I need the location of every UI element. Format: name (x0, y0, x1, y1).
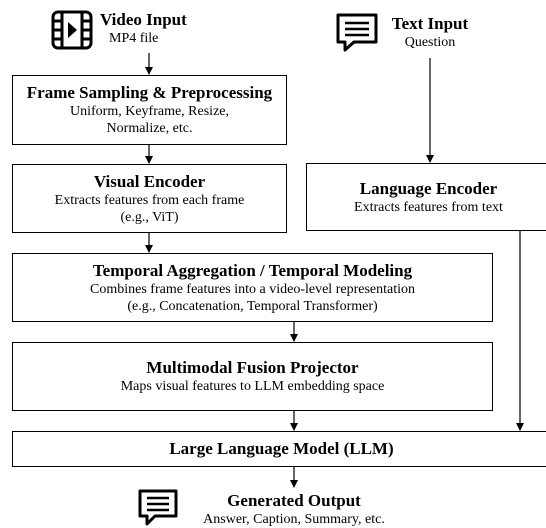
visual-encoder-line2: (e.g., ViT) (120, 209, 179, 225)
frame-sampling-title: Frame Sampling & Preprocessing (26, 83, 273, 102)
language-encoder-line1: Extracts features from text (354, 199, 503, 215)
visual-encoder-box: Visual Encoder Extracts features from ea… (12, 164, 287, 233)
video-input-subtitle: MP4 file (109, 31, 159, 46)
text-input-title: Text Input (391, 14, 469, 33)
temporal-aggregation-box: Temporal Aggregation / Temporal Modeling… (12, 253, 493, 322)
temporal-line2: (e.g., Concatenation, Temporal Transform… (127, 298, 378, 314)
output-subtitle: Answer, Caption, Summary, etc. (203, 512, 385, 527)
fusion-projector-box: Multimodal Fusion Projector Maps visual … (12, 342, 493, 411)
text-input-subtitle: Question (404, 35, 456, 50)
language-encoder-title: Language Encoder (359, 178, 498, 198)
fusion-line1: Maps visual features to LLM embedding sp… (120, 379, 385, 394)
llm-title: Large Language Model (LLM) (169, 439, 394, 458)
llm-box: Large Language Model (LLM) (12, 431, 546, 467)
visual-encoder-line1: Extracts features from each frame (54, 192, 245, 208)
video-input-label: Video Input MP4 file (100, 10, 187, 47)
language-encoder-box: Language Encoder Extracts features from … (306, 163, 546, 231)
video-input-title: Video Input (100, 10, 187, 29)
generated-output-label: Generated Output Answer, Caption, Summar… (184, 491, 404, 528)
frame-sampling-line1: Uniform, Keyframe, Resize, (70, 104, 229, 119)
output-chat-icon (138, 489, 178, 526)
output-title: Generated Output (227, 491, 361, 510)
temporal-title: Temporal Aggregation / Temporal Modeling (92, 260, 413, 280)
text-input-label: Text Input Question (380, 14, 480, 51)
temporal-line1: Combines frame features into a video-lev… (90, 281, 415, 297)
chat-message-icon (336, 13, 378, 52)
frame-sampling-box: Frame Sampling & Preprocessing Uniform, … (12, 75, 287, 145)
visual-encoder-title: Visual Encoder (93, 171, 206, 191)
frame-sampling-line2: Normalize, etc. (106, 121, 193, 136)
fusion-title: Multimodal Fusion Projector (146, 358, 359, 377)
video-file-icon (51, 10, 93, 50)
